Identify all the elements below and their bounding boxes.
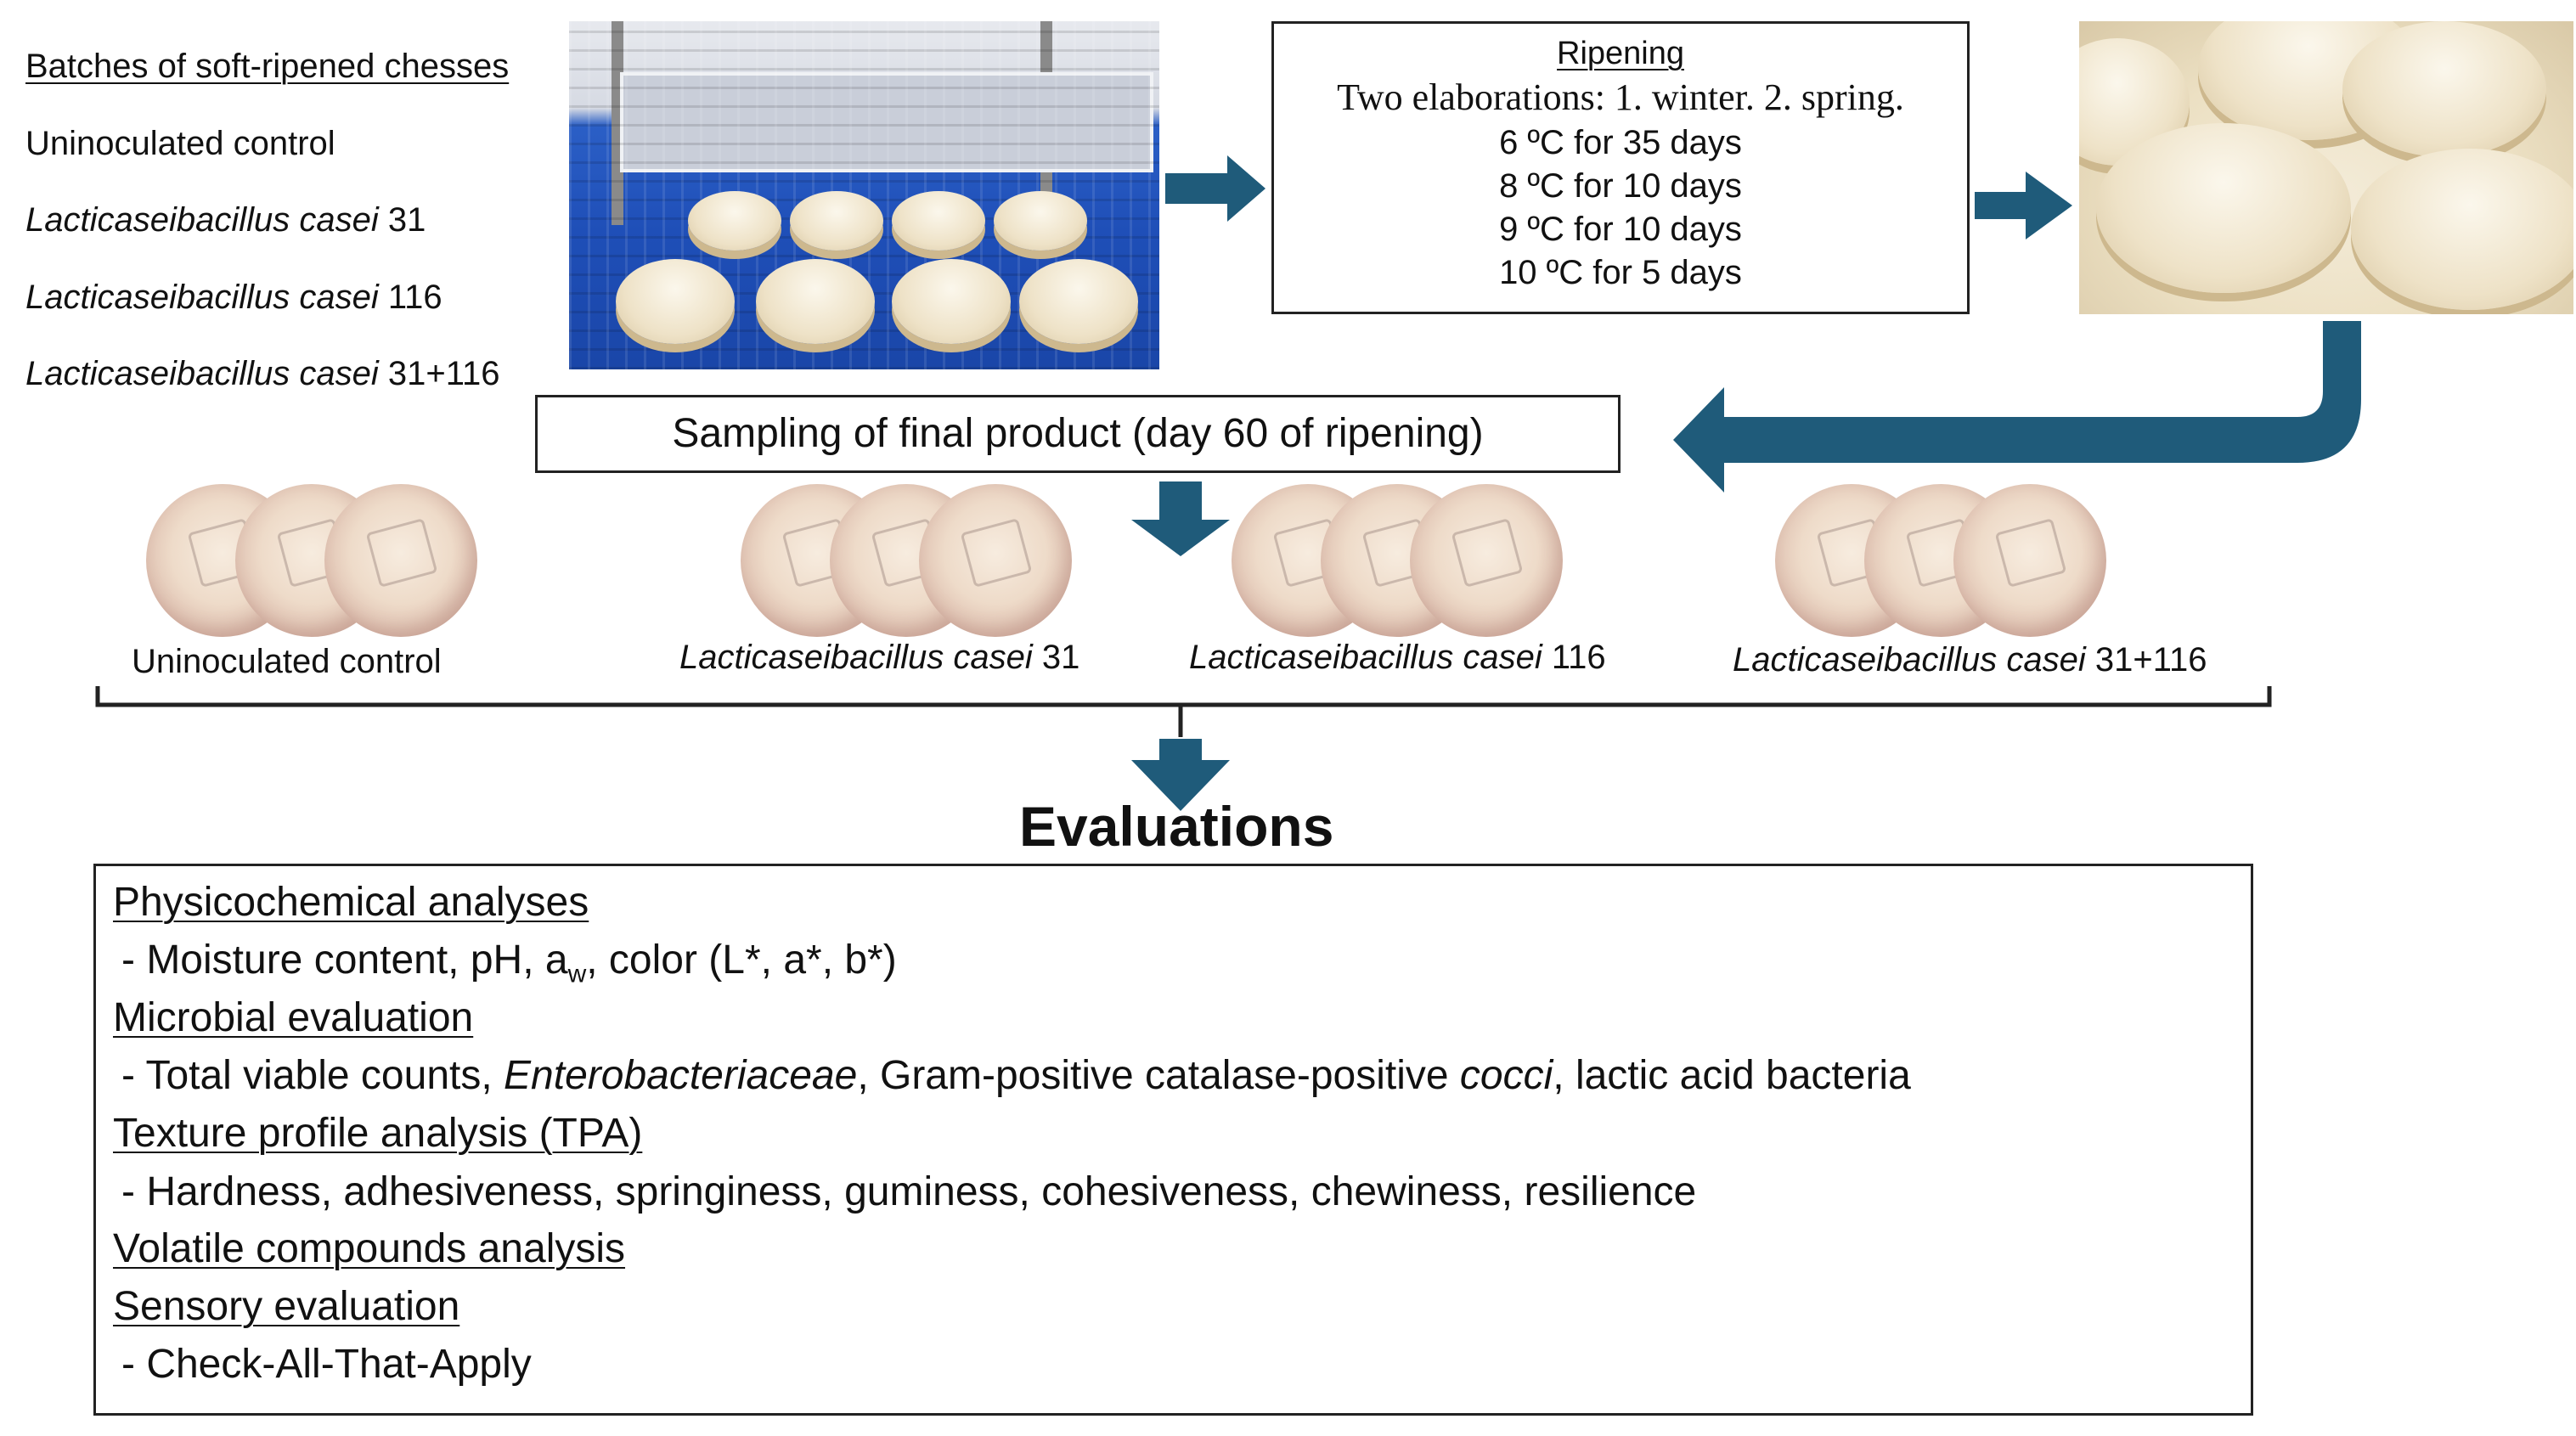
evaluations-title: Evaluations (1019, 795, 1334, 858)
microbial-heading: Microbial evaluation (113, 995, 474, 1040)
arrow-right-icon (1165, 155, 1265, 222)
curved-arrow-icon (1673, 321, 2361, 493)
cheese-crate-photo (569, 21, 1159, 369)
batch-item-casei-31-116: Lacticaseibacillus casei 31+116 (25, 355, 500, 392)
ripening-step-2: 8 ºC for 10 days (1499, 167, 1742, 205)
ripening-step-3: 9 ºC for 10 days (1499, 211, 1742, 248)
microbial-detail: - Total viable counts, Enterobacteriacea… (121, 1053, 1911, 1098)
ripening-box: Ripening Two elaborations: 1. winter. 2.… (1271, 21, 1970, 314)
group-label-casei-116: Lacticaseibacillus casei 116 (1189, 639, 1606, 676)
tpa-heading: Texture profile analysis (TPA) (113, 1111, 643, 1156)
group-brace (95, 686, 2272, 737)
volatile-heading: Volatile compounds analysis (113, 1226, 626, 1271)
cheese-group-casei-31 (741, 484, 1080, 637)
ripening-step-4: 10 ºC for 5 days (1499, 254, 1742, 291)
ripening-title: Ripening (1557, 36, 1684, 71)
cheese-group-control (146, 484, 486, 637)
batch-item-casei-116: Lacticaseibacillus casei 116 (25, 279, 442, 316)
group-label-casei-31: Lacticaseibacillus casei 31 (679, 639, 1080, 676)
tpa-detail: - Hardness, adhesiveness, springiness, g… (121, 1169, 1697, 1214)
batch-item-casei-31: Lacticaseibacillus casei 31 (25, 201, 426, 239)
arrow-right-icon (1975, 172, 2072, 239)
group-label-casei-31-116: Lacticaseibacillus casei 31+116 (1733, 641, 2207, 679)
ripening-subtitle: Two elaborations: 1. winter. 2. spring. (1337, 76, 1904, 118)
cheese-group-casei-31-116 (1775, 484, 2115, 637)
evaluations-box: Physicochemical analyses - Moisture cont… (93, 864, 2253, 1416)
cheese-group-casei-116 (1232, 484, 1571, 637)
batch-item-control: Uninoculated control (25, 125, 335, 162)
group-label-control: Uninoculated control (132, 643, 442, 680)
sensory-detail: - Check-All-That-Apply (121, 1342, 532, 1387)
physicochemical-detail: - Moisture content, pH, aw, color (L*, a… (121, 938, 897, 988)
batches-title: Batches of soft-ripened chesses (25, 48, 510, 85)
sampling-box: Sampling of final product (day 60 of rip… (535, 395, 1621, 473)
ripening-step-1: 6 ºC for 35 days (1499, 124, 1742, 161)
physicochemical-heading: Physicochemical analyses (113, 880, 589, 925)
ripened-cheese-photo (2079, 21, 2573, 314)
arrow-down-icon (1131, 481, 1230, 556)
sensory-heading: Sensory evaluation (113, 1284, 460, 1329)
arrow-down-icon (1131, 739, 1230, 811)
